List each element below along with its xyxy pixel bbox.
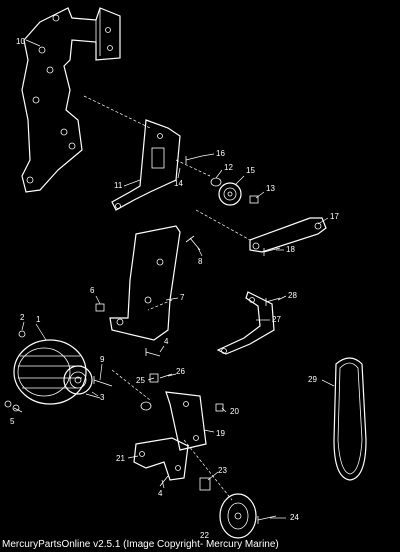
callout-8: 8 bbox=[198, 257, 203, 266]
part-13-nut bbox=[249, 195, 259, 204]
part-12-washer bbox=[210, 177, 222, 187]
part-4b-bolt bbox=[159, 475, 169, 487]
callout-28: 28 bbox=[288, 291, 297, 300]
part-27-bracket bbox=[216, 291, 275, 355]
part-11-bracket bbox=[111, 119, 181, 211]
callout-2: 2 bbox=[20, 313, 25, 322]
callout-17: 17 bbox=[330, 212, 339, 221]
part-28-bolt bbox=[265, 297, 281, 306]
callout-18: 18 bbox=[286, 245, 295, 254]
part-18-bolt bbox=[263, 247, 281, 256]
callout-10: 10 bbox=[16, 37, 25, 46]
callout-27: 27 bbox=[272, 315, 281, 324]
callout-7: 7 bbox=[180, 293, 185, 302]
callout-3: 3 bbox=[100, 393, 105, 402]
part-6-nut bbox=[95, 303, 105, 312]
part-19-bracket bbox=[140, 391, 207, 451]
part-16-bolt bbox=[185, 155, 203, 164]
callout-29: 29 bbox=[308, 375, 317, 384]
callout-9: 9 bbox=[100, 355, 105, 364]
leader-lines bbox=[13, 39, 335, 519]
callout-1: 1 bbox=[36, 315, 41, 324]
callout-24: 24 bbox=[290, 513, 299, 522]
part-3-bolt bbox=[85, 393, 101, 399]
part-7-bracket bbox=[109, 225, 181, 341]
part-24-bolt bbox=[257, 515, 277, 524]
callout-15: 15 bbox=[246, 166, 255, 175]
part-29-belt bbox=[333, 357, 367, 481]
part-26-bolt bbox=[159, 373, 173, 379]
part-4-bolt bbox=[145, 348, 161, 357]
callout-14: 14 bbox=[174, 179, 183, 188]
callout-5: 5 bbox=[10, 417, 15, 426]
part-5-washers bbox=[4, 400, 20, 412]
part-8-bolt bbox=[185, 235, 201, 251]
part-20-nut bbox=[215, 403, 224, 412]
part-25-spacer bbox=[149, 373, 159, 383]
callout-25: 25 bbox=[136, 376, 145, 385]
callout-4: 4 bbox=[164, 337, 169, 346]
callout-21: 21 bbox=[116, 454, 125, 463]
part-17-arm bbox=[249, 217, 327, 253]
callout-22: 22 bbox=[200, 531, 209, 540]
part-15-idler-pulley bbox=[218, 182, 242, 206]
callout-12: 12 bbox=[224, 163, 233, 172]
part-2-nut bbox=[18, 330, 26, 338]
part-23-spacer bbox=[199, 477, 211, 491]
callout-26: 26 bbox=[176, 367, 185, 376]
callout-23: 23 bbox=[218, 466, 227, 475]
copyright-footer: MercuryPartsOnline v2.5.1 (Image Copyrig… bbox=[2, 539, 279, 550]
callout-11: 11 bbox=[114, 181, 123, 190]
callout-16: 16 bbox=[216, 149, 225, 158]
callout-13: 13 bbox=[266, 184, 275, 193]
callout-19: 19 bbox=[216, 429, 225, 438]
part-10-mounting-plate bbox=[21, 7, 121, 193]
part-21-bracket bbox=[133, 437, 189, 481]
callout-20: 20 bbox=[230, 407, 239, 416]
part-9-bolt bbox=[93, 376, 113, 387]
callout-6: 6 bbox=[90, 286, 95, 295]
callout-4b: 4 bbox=[158, 489, 163, 498]
part-22-pulley bbox=[219, 493, 257, 539]
part-1-alternator bbox=[13, 339, 93, 405]
